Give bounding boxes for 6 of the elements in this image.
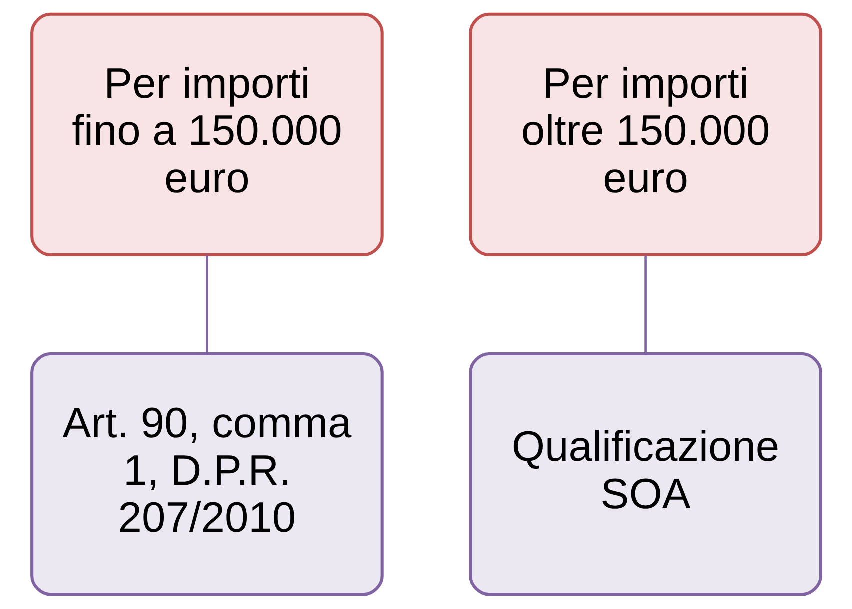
node-box: Per importi fino a 150.000 euro [30,12,384,257]
connector [644,255,646,354]
node-box: Art. 90, comma 1, D.P.R. 207/2010 [30,352,384,596]
connector [206,255,208,354]
node-box: Per importi oltre 150.000 euro [468,12,822,257]
node-box: Qualificazione SOA [468,352,822,596]
